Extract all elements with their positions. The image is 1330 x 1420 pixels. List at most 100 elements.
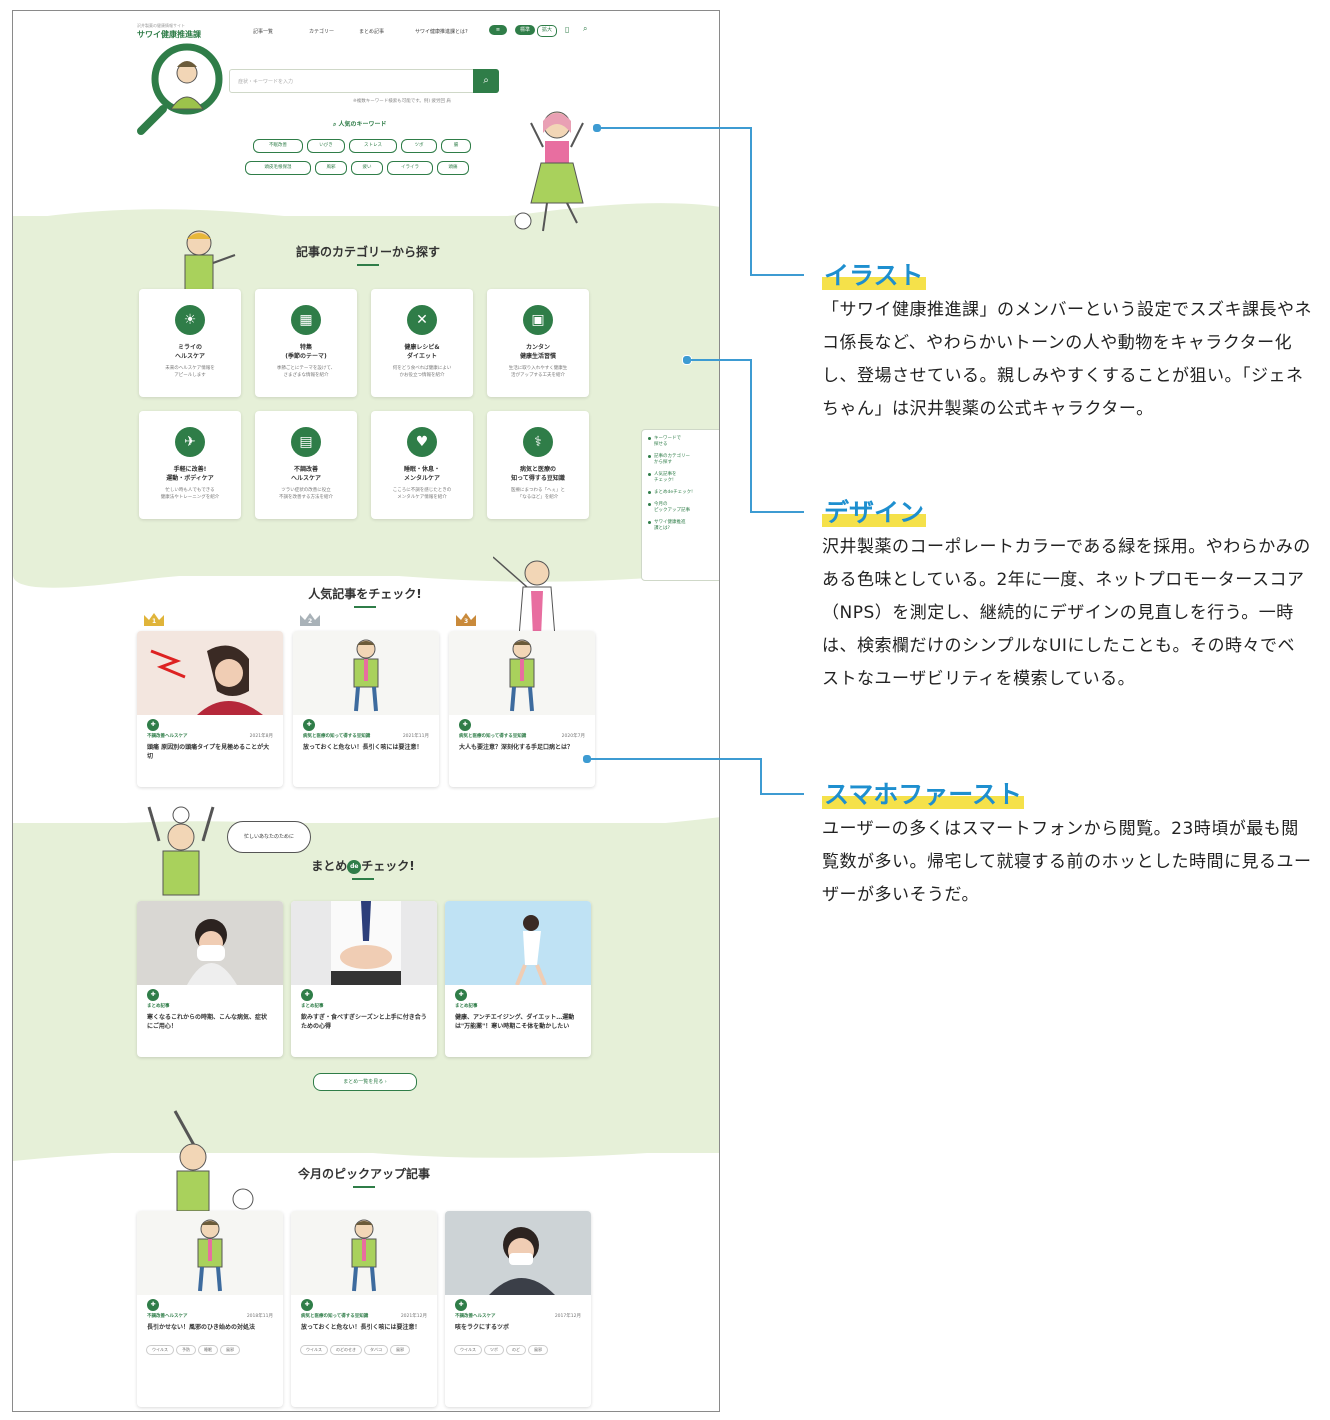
fork-knife-icon: ✕	[407, 305, 437, 335]
keyword-tag[interactable]: 風邪	[315, 161, 347, 175]
nav-categories[interactable]: カテゴリー	[309, 29, 335, 35]
site-screenshot: 沢井製薬の健康情報サイト サワイ健康推進課 記事一覧 カテゴリー まとめ記事 サ…	[12, 10, 720, 1412]
keyword-tag[interactable]: 頭皮毛根保湿	[245, 161, 311, 175]
category-card[interactable]: ☀ミライの ヘルスケア未来のヘルスケア情報を アピールします	[139, 289, 241, 397]
tag-chip[interactable]: 予防	[176, 1345, 196, 1355]
tag-chip[interactable]: 風邪	[528, 1345, 548, 1355]
article-category: まとめ記事	[455, 1004, 478, 1009]
article-category: 不調改善ヘルスケア	[147, 1314, 188, 1319]
character-genechan-illustration	[514, 111, 584, 232]
character-teacher-illustration	[493, 556, 556, 637]
category-title: 特集 (季節のテーマ)	[285, 344, 327, 360]
category-title: 健康レシピ& ダイエット	[404, 344, 440, 360]
annotation-connector	[760, 793, 804, 795]
tag-chip[interactable]: のど	[506, 1345, 526, 1355]
keyword-tag[interactable]: 腸	[441, 139, 471, 153]
rank-crown-icon	[456, 613, 476, 626]
article-title: 大人も要注意？深刻化する手足口病とは？	[459, 744, 574, 751]
bookmark-icon[interactable]: ▯	[565, 25, 570, 34]
article-date: 2018年11月	[246, 1314, 273, 1319]
keyword-tag[interactable]: ツボ	[401, 139, 437, 153]
keyword-tag[interactable]: 疲い	[351, 161, 383, 175]
matome-more-button[interactable]: まとめ一覧を見る ›	[313, 1073, 417, 1091]
tag-chip[interactable]: ウイルス	[454, 1345, 482, 1355]
rank-crown-icon	[300, 613, 320, 626]
category-badge-icon: ✚	[301, 1299, 313, 1311]
font-size-large-button[interactable]: 拡大	[537, 25, 557, 37]
wave-divider	[13, 817, 719, 839]
article-category: 病気と医療の知って得する豆知識	[303, 734, 371, 739]
font-size-standard-button[interactable]: 標準	[515, 25, 535, 35]
article-title: 長引かせない！風邪のひき始めの対処法	[147, 1324, 256, 1331]
article-title: 健康、アンチエイジング、ダイエット…運動は"万能薬"！寒い時期こそ体を動かしたい	[455, 1014, 575, 1030]
category-card[interactable]: ▦特集 (季節のテーマ)季節ごとにテーマを設けて、 さまざまな情報を紹介	[255, 289, 357, 397]
keyword-tag[interactable]: ストレス	[349, 139, 397, 153]
search-input[interactable]: 症状・キーワードを入力	[238, 79, 294, 85]
annotation-connector	[690, 359, 750, 361]
category-card[interactable]: ✕健康レシピ& ダイエット何をどう食べれば健康によい かお役立つ情報を紹介	[371, 289, 473, 397]
tag-chip[interactable]: 風邪	[390, 1345, 410, 1355]
category-description: 未来のヘルスケア情報を アピールします	[165, 366, 215, 378]
search-icon[interactable]: ⌕	[583, 24, 588, 33]
sidenav-item[interactable]: サワイ健康推進 課とは?	[648, 520, 719, 532]
tag-chip[interactable]: 睡眠	[198, 1345, 218, 1355]
category-card[interactable]: ♥睡眠・休息・ メンタルケアこころに不調を感じたときの メンタルケア情報を紹介	[371, 411, 473, 519]
category-card[interactable]: ▣カンタン 健康生活習慣生活に取り入れやすく健康生 活がアップする工夫を紹介	[487, 289, 589, 397]
sidenav-item[interactable]: 記事のカテゴリー から探す	[648, 454, 719, 466]
sidenav-item[interactable]: キーワードで 探せる	[648, 436, 719, 448]
keyword-tag[interactable]: 不眠改善	[253, 139, 303, 153]
article-date: 2021年8月	[249, 734, 273, 739]
matome-article-card[interactable]: ✚まとめ記事飲みすぎ・食べすぎシーズンと上手に付き合うための心得	[291, 901, 437, 1057]
article-thumbnail	[137, 1211, 283, 1295]
character-cheering-illustration	[147, 806, 215, 896]
matome-badge-icon: ✚	[455, 989, 467, 1001]
sidenav-item[interactable]: まとめdeチェック!	[648, 490, 719, 496]
nav-about[interactable]: サワイ健康推進課とは?	[415, 29, 468, 35]
category-description: 医療にまつわる「へぇ」と 「なるほど」を紹介	[511, 488, 565, 500]
nav-matome[interactable]: まとめ記事	[359, 29, 385, 35]
annotation-heading-design: デザイン	[822, 498, 927, 527]
pickup-section-title: 今月のピックアップ記事	[259, 1165, 469, 1188]
category-badge-icon: ✚	[303, 719, 315, 731]
tag-chip[interactable]: ツボ	[484, 1345, 504, 1355]
nav-articles[interactable]: 記事一覧	[253, 29, 274, 35]
matome-article-card[interactable]: ✚ まとめ記事健康、アンチエイジング、ダイエット…運動は"万能薬"！寒い時期こそ体…	[445, 901, 591, 1057]
article-title: 咳をラクにするツボ	[455, 1324, 509, 1331]
sidenav-item[interactable]: 人気記事を チェック!	[648, 472, 719, 484]
runner-icon: ✈	[175, 427, 205, 457]
article-date: 2021年11月	[402, 734, 429, 739]
category-card[interactable]: ▤不調改善 ヘルスケアツラい症状の改善に役立 不調を改善する方法を紹介	[255, 411, 357, 519]
tag-chip[interactable]: ウイルス	[146, 1345, 174, 1355]
search-submit-button[interactable]: ⌕	[473, 69, 499, 93]
keyword-tag[interactable]: 頭痛	[437, 161, 469, 175]
category-card[interactable]: ✈手軽に改善! 運動・ボディケア忙しい時も人でもできる 健康法やトレーニングを紹…	[139, 411, 241, 519]
stethoscope-icon: ⚕	[523, 427, 553, 457]
matome-article-card[interactable]: ✚まとめ記事寒くなるこれからの時期、こんな病気、症状にご用心！	[137, 901, 283, 1057]
keyword-tag[interactable]: イライラ	[387, 161, 433, 175]
tag-chip[interactable]: タバコ	[364, 1345, 388, 1355]
category-description: ツラい症状の改善に役立 不調を改善する方法を紹介	[279, 488, 333, 500]
category-description: 季節ごとにテーマを設けて、 さまざまな情報を紹介	[276, 366, 336, 378]
tag-chip[interactable]: のどのせき	[330, 1345, 362, 1355]
article-thumbnail	[291, 1211, 437, 1295]
article-thumbnail	[293, 631, 439, 715]
sidenav-item[interactable]: 今月の ピックアップ記事	[648, 502, 719, 514]
category-card[interactable]: ⚕病気と医療の 知って得する豆知識医療にまつわる「へぇ」と 「なるほど」を紹介	[487, 411, 589, 519]
tag-chip[interactable]: 風邪	[220, 1345, 240, 1355]
article-meta: 病気と医療の知って得する豆知識 2021年11月	[293, 733, 439, 739]
tag-chip[interactable]: ウイルス	[300, 1345, 328, 1355]
rank-number: 2	[308, 618, 313, 625]
article-tags: ウイルス予防睡眠風邪	[137, 1332, 283, 1361]
site-logo[interactable]: 沢井製薬の健康情報サイト サワイ健康推進課	[137, 23, 201, 40]
keyword-tag[interactable]: いびき	[307, 139, 345, 153]
clipboard-icon: ▤	[291, 427, 321, 457]
menu-toggle-button[interactable]: ≡	[489, 25, 507, 35]
